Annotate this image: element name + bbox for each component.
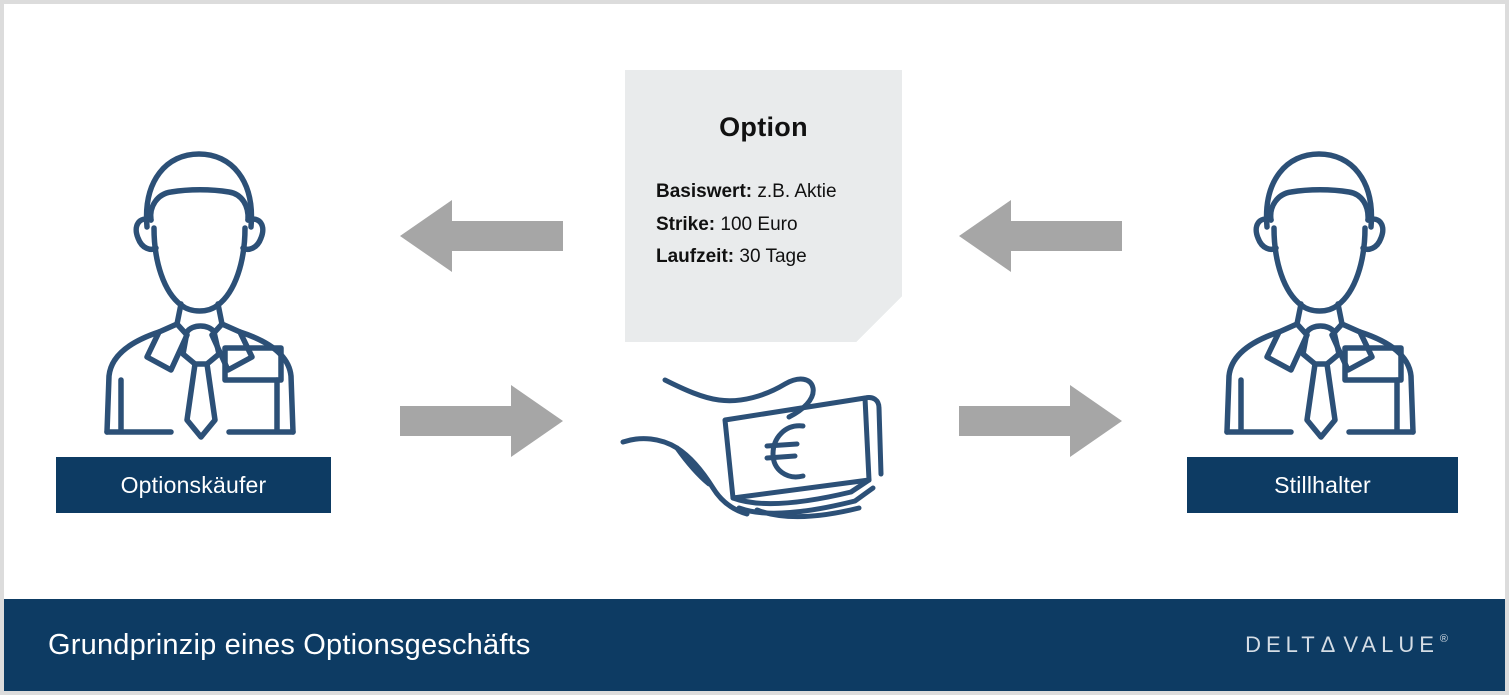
businessman-icon-right — [1179, 132, 1459, 442]
option-card: Option Basiswert: z.B. Aktie Strike: 100… — [625, 70, 902, 342]
option-card-details: Basiswert: z.B. Aktie Strike: 100 Euro L… — [625, 176, 902, 274]
arrow-option-from-writer — [959, 200, 1122, 272]
brand-logo-part2: VALUE — [1343, 632, 1439, 657]
option-row-strike-value: 100 Euro — [720, 213, 798, 235]
footer-banner: Grundprinzip eines Optionsgeschäfts DELT… — [4, 599, 1505, 691]
delta-icon: Δ — [1320, 632, 1341, 657]
label-stillhalter: Stillhalter — [1187, 457, 1458, 513]
option-row-laufzeit-label: Laufzeit: — [656, 246, 735, 268]
brand-logo-text: DELT Δ VALUE ® — [1245, 632, 1453, 658]
businessman-icon-left — [59, 132, 339, 442]
option-row-strike-label: Strike: — [656, 213, 716, 235]
option-row-laufzeit-value: 30 Tage — [739, 246, 807, 268]
option-card-title: Option — [719, 112, 808, 142]
plate-right-text: Stillhalter — [1274, 471, 1371, 498]
arrow-option-to-buyer-left — [400, 200, 563, 272]
brand-logo: DELT Δ VALUE ® — [1245, 632, 1505, 658]
option-row-basiswert-label: Basiswert: — [656, 181, 753, 202]
option-row-strike: Strike: 100 Euro — [656, 209, 902, 242]
option-row-laufzeit: Laufzeit: 30 Tage — [656, 241, 902, 274]
arrow-premium-from-buyer — [400, 385, 563, 457]
brand-logo-part1: DELT — [1245, 632, 1320, 657]
registered-trademark-icon: ® — [1439, 632, 1453, 645]
arrow-premium-to-writer — [959, 385, 1122, 457]
option-row-basiswert-value: z.B. Aktie — [757, 181, 837, 202]
hand-holding-euro-banknotes-icon — [607, 362, 907, 527]
label-optionskaeufer: Optionskäufer — [56, 457, 331, 513]
plate-left-text: Optionskäufer — [120, 471, 267, 498]
option-row-basiswert: Basiswert: z.B. Aktie — [656, 176, 902, 209]
card-fold-corner-icon — [856, 296, 902, 342]
page-title: Grundprinzip eines Optionsgeschäfts — [48, 628, 531, 661]
